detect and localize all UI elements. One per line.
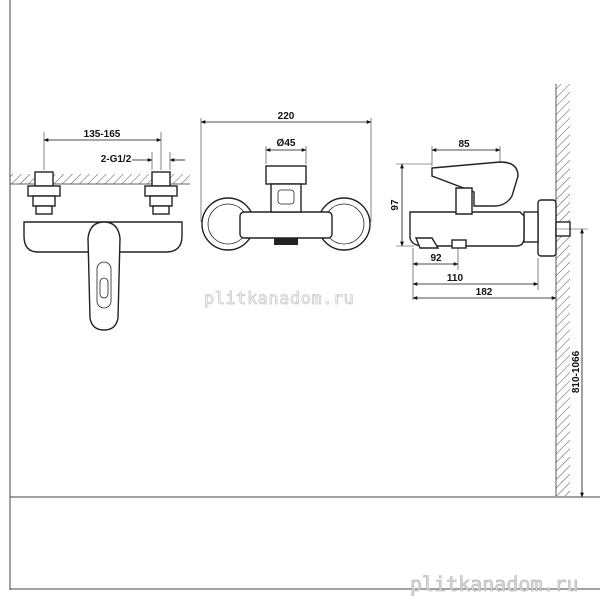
aerator bbox=[274, 238, 298, 245]
watermark-corner: plitkanadom.ru bbox=[410, 572, 579, 596]
profile-lever bbox=[431, 161, 519, 207]
dim-side-diameter: Ø45 bbox=[277, 138, 296, 149]
front-view: 135-165 2-G1/2 bbox=[10, 129, 190, 331]
top-lever bbox=[265, 165, 307, 185]
dim-mount-height: 810-1066 bbox=[571, 350, 582, 393]
page-frame bbox=[9, 0, 600, 590]
front-lever bbox=[87, 221, 121, 331]
dim-profile-lever: 85 bbox=[458, 139, 470, 150]
right-connector bbox=[144, 171, 178, 215]
dim-profile-total: 182 bbox=[476, 287, 493, 298]
top-view: 220 Ø45 bbox=[200, 111, 372, 251]
dim-front-spacing: 135-165 bbox=[84, 129, 121, 140]
dim-profile-spout: 92 bbox=[430, 253, 442, 264]
watermark-center: plitkanadom.ru bbox=[204, 289, 354, 309]
lever-slot bbox=[96, 261, 112, 309]
profile-body bbox=[409, 211, 525, 247]
top-body bbox=[239, 211, 333, 239]
profile-view: 85 97 92 110 182 810-1066 bbox=[390, 84, 588, 498]
front-wall-hatch bbox=[10, 174, 190, 184]
dim-profile-body: 110 bbox=[447, 273, 464, 284]
dim-side-width: 220 bbox=[278, 111, 295, 122]
profile-escutcheon bbox=[537, 199, 557, 257]
left-connector bbox=[27, 171, 61, 215]
dim-front-thread: 2-G1/2 bbox=[101, 154, 132, 165]
wall-hatch bbox=[556, 84, 570, 496]
dim-profile-height: 97 bbox=[390, 199, 401, 211]
